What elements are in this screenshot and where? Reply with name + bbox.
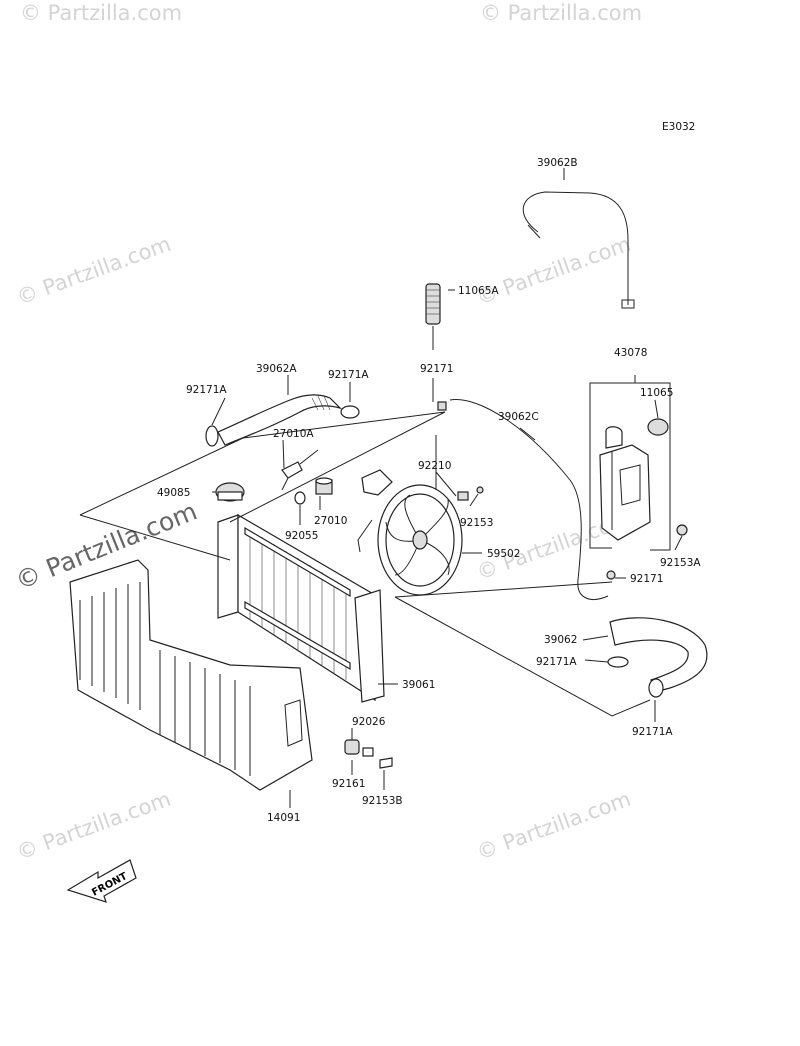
- hose-39062C[interactable]: [449, 399, 609, 600]
- bolt-92153A[interactable]: [676, 524, 688, 536]
- label-92161[interactable]: 92161: [332, 778, 365, 790]
- part-labels: 39062B 11065A 92171 43078 11065 39062A 9…: [157, 157, 701, 824]
- label-27010A[interactable]: 27010A: [273, 428, 314, 440]
- bolt-92153B[interactable]: [379, 757, 393, 769]
- label-92153B[interactable]: 92153B: [362, 795, 403, 807]
- collar-92026[interactable]: [362, 747, 374, 757]
- leader-lines: [79, 168, 683, 808]
- label-39062C[interactable]: 39062C: [498, 411, 539, 423]
- label-11065A[interactable]: 11065A: [458, 285, 499, 297]
- label-59502[interactable]: 59502: [487, 548, 520, 560]
- diagram-code: E3032: [662, 121, 695, 133]
- label-43078[interactable]: 43078: [614, 347, 647, 359]
- label-92171A[interactable]: 92171A: [328, 369, 369, 381]
- hose-39062A[interactable]: [217, 394, 343, 446]
- clamp-92171A-low[interactable]: [648, 678, 664, 698]
- cap-11065A[interactable]: [425, 283, 441, 325]
- clamp-92171A-left[interactable]: [205, 425, 219, 447]
- label-92171[interactable]: 92171: [630, 573, 663, 585]
- front-arrow-icon: FRONT: [66, 859, 137, 903]
- label-49085[interactable]: 49085: [157, 487, 190, 499]
- label-92171A[interactable]: 92171A: [536, 656, 577, 668]
- clamp-92171-right[interactable]: [606, 570, 616, 580]
- label-11065[interactable]: 11065: [640, 387, 673, 399]
- cap-11065[interactable]: [647, 418, 669, 436]
- label-14091[interactable]: 14091: [267, 812, 300, 824]
- label-39061[interactable]: 39061: [402, 679, 435, 691]
- oring-92055[interactable]: [294, 491, 306, 505]
- fan-assembly-59502[interactable]: [357, 469, 463, 596]
- shroud-14091[interactable]: [69, 559, 313, 791]
- label-92026[interactable]: 92026: [352, 716, 386, 728]
- watermark: © Partzilla.com: [20, 1, 182, 25]
- label-92210[interactable]: 92210: [418, 460, 451, 472]
- radiator-39061[interactable]: [217, 513, 385, 703]
- switch-27010[interactable]: [315, 477, 333, 495]
- label-92171A[interactable]: 92171A: [632, 726, 673, 738]
- label-92153A[interactable]: 92153A: [660, 557, 701, 569]
- grommet-92161[interactable]: [344, 739, 360, 755]
- bolt-92153[interactable]: [476, 486, 484, 494]
- hose-39062[interactable]: [609, 617, 708, 693]
- watermark: © Partzilla.com: [14, 787, 174, 865]
- label-39062B[interactable]: 39062B: [537, 157, 578, 169]
- fitting-92171-top[interactable]: [437, 401, 447, 411]
- label-27010[interactable]: 27010: [314, 515, 347, 527]
- watermark: © Partzilla.com: [474, 787, 634, 865]
- watermarks: © Partzilla.com © Partzilla.com © Partzi…: [11, 1, 642, 865]
- watermark: © Partzilla.com: [474, 232, 634, 310]
- label-39062A[interactable]: 39062A: [256, 363, 297, 375]
- sensor-27010A[interactable]: [281, 449, 319, 491]
- label-92171A[interactable]: 92171A: [186, 384, 227, 396]
- hose-39062B[interactable]: [522, 191, 629, 305]
- radiator-cap-49085[interactable]: [215, 482, 245, 502]
- label-39062[interactable]: 39062: [544, 634, 577, 646]
- label-92171[interactable]: 92171: [420, 363, 453, 375]
- bracket-92210[interactable]: [457, 491, 469, 501]
- watermark: © Partzilla.com: [14, 232, 174, 310]
- label-92055[interactable]: 92055: [285, 530, 318, 542]
- clamp-92171A-mid[interactable]: [340, 405, 360, 419]
- watermark: © Partzilla.com: [480, 1, 642, 25]
- reservoir-tank-43078[interactable]: [599, 426, 651, 541]
- label-92153[interactable]: 92153: [460, 517, 493, 529]
- clamp-92171A-right[interactable]: [607, 656, 629, 668]
